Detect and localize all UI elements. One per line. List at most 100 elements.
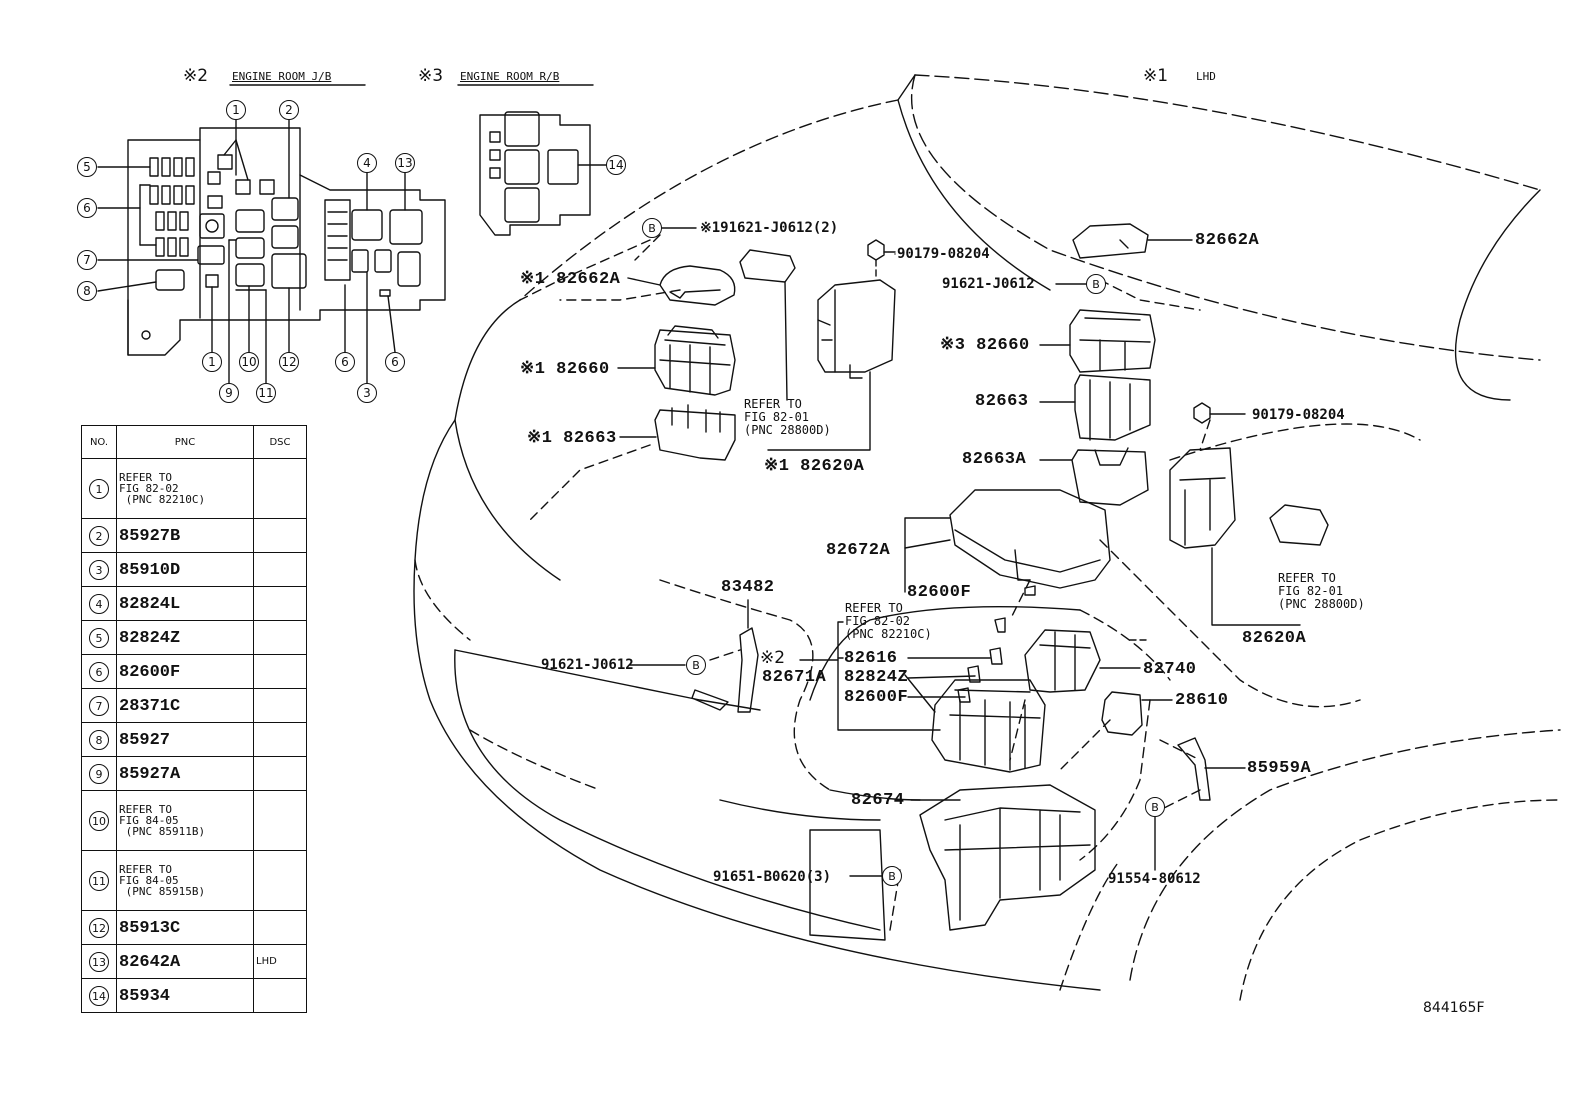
table-cell-dsc [253, 688, 307, 723]
bolt-marker-b: B [1145, 797, 1165, 817]
callout-12: 12 [279, 352, 299, 372]
row-number-circle: 13 [89, 952, 109, 973]
table-row: 7 28371C [81, 688, 307, 723]
table-cell-pnc: 85927B [116, 518, 254, 553]
label-82620A-right: 82620A [1242, 629, 1307, 648]
label-refer-82-01-mid: REFER TO FIG 82-01 (PNC 28800D) [744, 397, 831, 437]
table-cell-pnc: 85913C [116, 910, 254, 945]
table-cell-no: 2 [81, 518, 117, 553]
callout-1: 1 [226, 100, 246, 120]
table-cell-no: 3 [81, 552, 117, 587]
row-number-circle: 2 [89, 526, 109, 547]
pnc-value: 85913C [119, 919, 181, 938]
table-cell-no: 8 [81, 722, 117, 757]
pnc-value: 82824Z [119, 629, 181, 648]
table-body: 1 REFER TO FIG 82-02 (PNC 82210C) 2 85927B 3… [81, 458, 307, 1013]
bolt-marker-b: B [1086, 274, 1106, 294]
table-cell-dsc: LHD [253, 944, 307, 979]
table-cell-dsc [253, 586, 307, 621]
table-cell-no: 6 [81, 654, 117, 689]
row-number-circle: 1 [89, 479, 109, 500]
label-82620A-mid: ※1 82620A [764, 457, 865, 476]
leader-82662A [627, 277, 661, 286]
table-header-row: NO. PNC DSC [81, 425, 307, 459]
relay-28800D-upper [739, 249, 796, 401]
label-82662A-left: ※1 82662A [520, 270, 621, 289]
pnc-value: 85927 [119, 731, 171, 750]
part-82662A-left [659, 265, 736, 306]
vehicle-body-outline [413, 74, 1561, 1001]
pnc-reference: REFER TO FIG 82-02 (PNC 82210C) [119, 471, 206, 506]
table-cell-no: 14 [81, 978, 117, 1013]
label-refer-82-02: REFER TO FIG 82-02 (PNC 82210C) [845, 601, 932, 641]
row-number-circle: 14 [89, 986, 109, 1007]
label-82663-right: 82663 [975, 392, 1029, 411]
callout-6c: 6 [385, 352, 405, 372]
label-90179-top: 90179-08204 [897, 246, 990, 262]
part-82663-right [1039, 374, 1151, 441]
table-cell-no: 4 [81, 586, 117, 621]
label-refer-82-01-right: REFER TO FIG 82-01 (PNC 28800D) [1278, 571, 1365, 611]
figure-id: 844165F [1423, 1000, 1485, 1016]
callout-7: 7 [77, 250, 97, 270]
table-row: 14 85934 [81, 978, 307, 1013]
callout-4: 4 [357, 153, 377, 173]
label-91621-right: 91621-J0612 [942, 276, 1035, 292]
table-cell-no: 10 [81, 790, 117, 851]
row-number-circle: 3 [89, 560, 109, 581]
table-cell-pnc: 82642A [116, 944, 254, 979]
marker-2: ※2 [760, 648, 786, 668]
label-91621-j0612-2: ※191621-J0612(2) [700, 220, 839, 236]
part-82662A-right [1072, 223, 1193, 259]
jb-header: ENGINE ROOM J/B [232, 70, 332, 83]
label-82600F-upper: 82600F [907, 583, 972, 602]
table-cell-no: 11 [81, 850, 117, 911]
table-cell-dsc [253, 790, 307, 851]
row-number-circle: 5 [89, 628, 109, 649]
label-82824Z: 82824Z [844, 668, 909, 687]
table-cell-dsc [253, 518, 307, 553]
callout-14: 14 [606, 155, 626, 175]
table-cell-pnc: 85927 [116, 722, 254, 757]
pnc-value: 28371C [119, 697, 181, 716]
table-row: 1 REFER TO FIG 82-02 (PNC 82210C) [81, 458, 307, 519]
bolt-marker-b: B [642, 218, 662, 238]
row-number-circle: 10 [89, 811, 109, 832]
part-82663-left [654, 404, 736, 461]
pnc-value: 82824L [119, 595, 181, 614]
label-82663A: 82663A [962, 450, 1027, 469]
table-cell-pnc: 28371C [116, 688, 254, 723]
label-90179-right: 90179-08204 [1252, 407, 1345, 423]
part-83482 [691, 599, 759, 713]
table-row: 8 85927 [81, 722, 307, 757]
label-82740: 82740 [1143, 660, 1197, 679]
row-number-circle: 7 [89, 696, 109, 717]
col-header-no: NO. [81, 425, 117, 459]
table-cell-pnc: 85934 [116, 978, 254, 1013]
table-cell-pnc: REFER TO FIG 84-05 (PNC 85915B) [116, 850, 254, 911]
relay-28800D-right [1269, 504, 1329, 546]
label-82600F-lower: 82600F [844, 688, 909, 707]
table-cell-pnc: 85910D [116, 552, 254, 587]
table-cell-dsc [253, 850, 307, 911]
label-91621-left: 91621-J0612 [541, 657, 634, 673]
label-91554: 91554-80612 [1108, 871, 1201, 887]
table-cell-dsc [253, 552, 307, 587]
table-row: 13 82642A LHD [81, 944, 307, 979]
callout-2: 2 [279, 100, 299, 120]
table-cell-pnc: 82600F [116, 654, 254, 689]
row-number-circle: 8 [89, 730, 109, 751]
part-82620A-right [1169, 447, 1301, 626]
part-85959A [1177, 737, 1246, 801]
part-82672A [904, 489, 1111, 593]
callout-10: 10 [239, 352, 259, 372]
bolt-marker-b: B [686, 655, 706, 675]
part-82740 [1024, 629, 1141, 693]
rb-header: ENGINE ROOM R/B [460, 70, 560, 83]
label-83482: 83482 [721, 578, 775, 597]
table-cell-no: 5 [81, 620, 117, 655]
table-cell-no: 13 [81, 944, 117, 979]
pnc-value: 82642A [119, 953, 181, 972]
callout-6: 6 [77, 198, 97, 218]
